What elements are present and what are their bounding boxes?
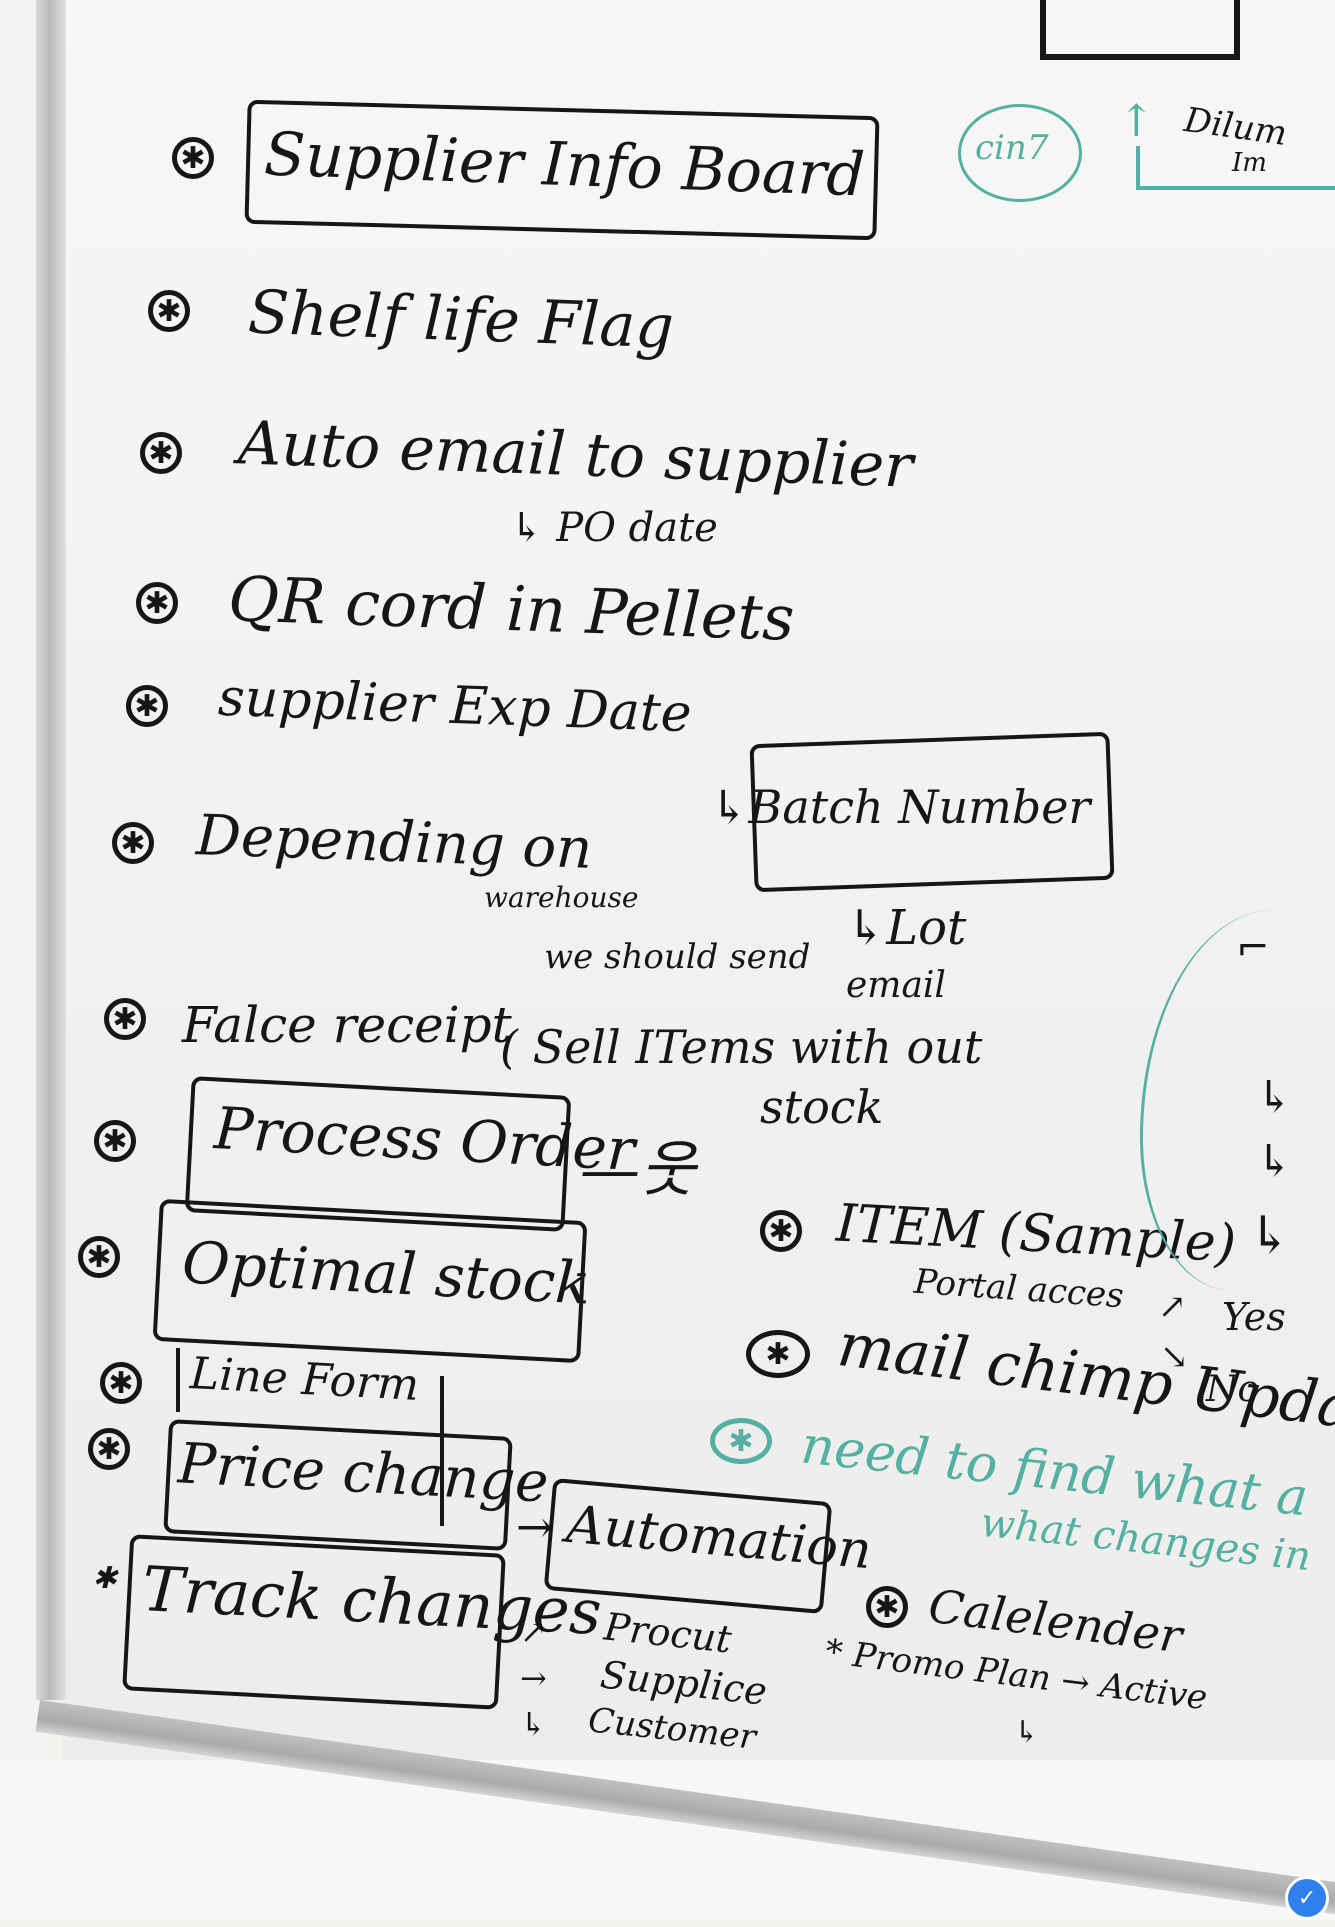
right-arrow-3-icon: ↳ [1248,1206,1292,1266]
arrow-right-icon: → [516,1502,553,1553]
warehouse-note: warehouse [484,881,639,914]
star-bullet-icon: ✱ [140,432,182,474]
should-send-note: we should send [544,937,811,977]
right-arrow-1-icon: ↳ [1256,1072,1293,1123]
teal-star-bullet-icon: ✱ [710,1418,772,1464]
arrow-supplier-icon: → [520,1659,547,1697]
teal-line-horizontal [1136,186,1335,190]
bracket-right [1234,0,1240,60]
cin7-label: cin7 [975,128,1049,168]
stock-note: stock [760,1080,884,1134]
floor-area [0,1760,1335,1920]
star-bullet-icon: ✱ [136,582,178,624]
star-bullet-icon: ✱ [104,998,146,1040]
dilum-sublabel: Im [1232,148,1267,178]
po-date-text: PO date [556,505,718,551]
checkmark-badge-icon: ✓ [1285,1876,1329,1920]
star-bullet-icon: ✱ [88,1428,130,1470]
star-bullet-icon: ✱ [866,1586,908,1628]
arrow-no-icon: ↘ [1160,1337,1189,1377]
item-shelf-life-flag: Shelf life Flag [246,277,675,363]
teal-line-vertical [1136,146,1140,188]
star-bullet-icon: ✱ [126,685,168,727]
stick-figure-icon: —웃 [580,1135,696,1205]
item-supplier-exp-date: supplier Exp Date [217,667,693,745]
star-small-icon: ✱ [92,1561,118,1596]
bracket-left [1040,0,1046,60]
lot-text: Lot [886,900,967,956]
line-form-bar-left [176,1348,180,1412]
whiteboard-frame-left [36,0,66,1700]
star-bullet-icon: ✱ [760,1210,802,1252]
line-form-connector [440,1376,444,1526]
batch-number-text: Batch Number [748,780,1091,834]
star-bullet-icon: ✱ [172,137,214,179]
star-bullet-icon: ✱ [94,1120,136,1162]
whiteboard [62,0,1335,1880]
star-bullet-icon: ✱ [112,822,154,864]
right-arrow-2-icon: ↳ [1256,1136,1293,1187]
cin7-circle [958,104,1082,202]
item-false-receipt: Falce receipt [182,996,512,1054]
lot-note: ↳Lot [846,900,967,956]
arrow-customer-icon: ↳ [520,1705,547,1743]
star-bullet-icon: ✱ [100,1362,142,1404]
teal-curve [1140,910,1335,1290]
promo-sub-arrow-icon: ↳ [1014,1715,1040,1750]
arrow-product-icon: ↗ [520,1613,547,1651]
arrow-yes-icon: ↗ [1158,1287,1187,1327]
star-bullet-icon: ✱ [148,290,190,332]
bracket-bottom [1040,54,1240,60]
batch-number-note: ↳Batch Number [710,780,1091,834]
sell-items-note: ( Sell ITems with out [500,1020,983,1074]
star-bullet-icon: ✱ [746,1330,810,1378]
email-note: email [846,965,946,1006]
po-date-note: ↳ PO date [510,505,718,551]
no-label: No [1206,1369,1260,1410]
right-diagram-fragment: ⌐ [1236,925,1270,971]
item-qr-code: QR cord in Pellets [226,562,796,655]
up-arrow-icon: ↑ [1118,96,1155,147]
yes-label: Yes [1222,1295,1286,1339]
item-depending-on: Depending on [195,803,594,882]
star-bullet-icon: ✱ [78,1236,120,1278]
item-line-form: Line Form [188,1348,421,1411]
